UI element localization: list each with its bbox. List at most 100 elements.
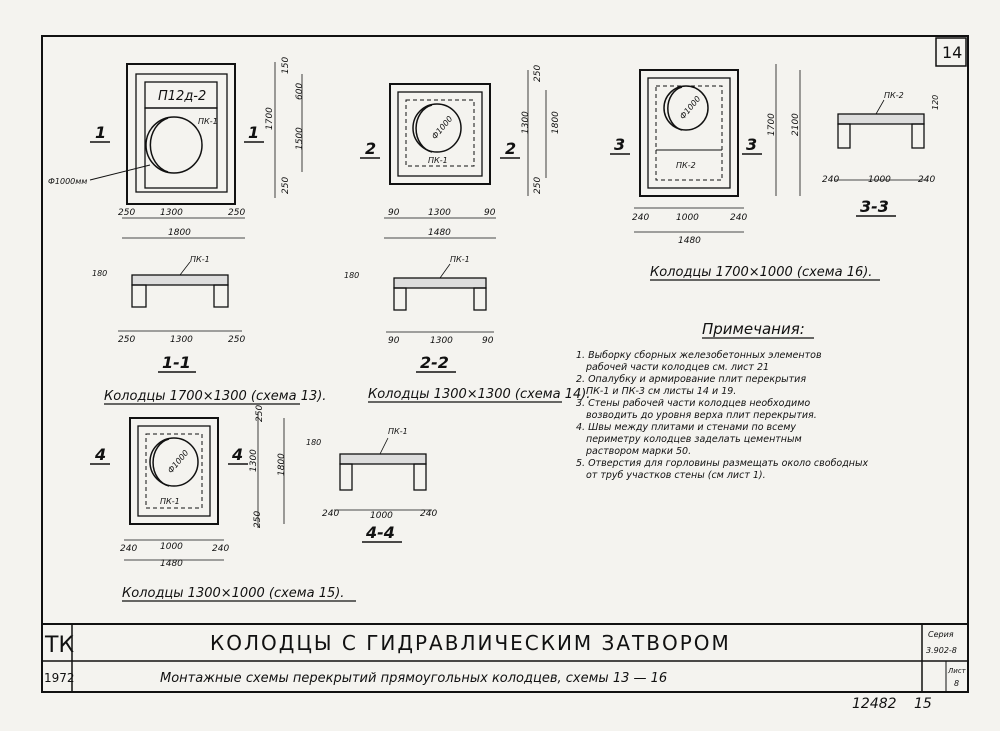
scheme14-dim-w-0: 90 (388, 208, 400, 218)
note-line-6: 4. Швы между плитами и стенами по всему (576, 422, 796, 433)
scheme16-section-mark-right: 3 (746, 135, 757, 154)
scheme16-dim-w-2: 240 (730, 213, 747, 223)
scheme13-section-title: 1-1 (162, 353, 191, 372)
scheme14-section-mark-right: 2 (505, 139, 516, 158)
note-line-5: возводить до уровня верха плит перекрыти… (586, 410, 817, 421)
scheme15-diameter: Ф1000 (166, 448, 190, 475)
sheet-value: 8 (954, 679, 959, 688)
scheme14-dim-w-2: 90 (484, 208, 496, 218)
note-line-9: 5. Отверстия для горловины размещать око… (576, 458, 869, 469)
scheme16-dim-total: 1480 (678, 236, 701, 246)
scheme13-section-dim-h: 180 (92, 269, 107, 278)
scheme15-section: ПК-1 180 240 1000 240 4-4 (306, 427, 437, 543)
scheme13-dim-h-4: 250 (281, 177, 291, 194)
scheme15-dim-h-3: 250 (253, 511, 263, 528)
scheme13-dim-h-3: 1500 (295, 127, 305, 150)
scheme13-plate-top: П12д-2 (158, 89, 206, 104)
year: 1972 (44, 671, 75, 685)
scheme13-plate-circle: ПК-1 (198, 117, 218, 126)
note-line-8: раствором марки 50. (585, 446, 691, 457)
footer-code: 12482 (852, 696, 897, 712)
scheme14-section-dim-2: 90 (482, 336, 494, 346)
scheme16-dim-w-1: 1000 (676, 213, 699, 223)
scheme15-dim-h-2: 1800 (277, 453, 287, 476)
scheme15-section-plate: ПК-1 (388, 427, 408, 436)
sheet-number: 14 (942, 43, 962, 62)
scheme13-dim-w-1: 1300 (160, 208, 183, 218)
notes-title: Примечания: (702, 320, 805, 338)
scheme14-section-mark-left: 2 (365, 139, 376, 158)
scheme16-section-dim-1: 1000 (868, 175, 891, 185)
scheme14-section-plate: ПК-1 (450, 255, 470, 264)
note-line-0: 1. Выборку сборных железобетонных элемен… (576, 350, 822, 361)
scheme15-section-dim-h: 180 (306, 438, 321, 447)
scheme16-caption: Колодцы 1700×1000 (схема 16). (650, 265, 872, 280)
scheme14-section: ПК-1 180 90 1300 90 2-2 (344, 255, 494, 373)
scheme13-dim-w-2: 250 (228, 208, 245, 218)
scheme15-caption: Колодцы 1300×1000 (схема 15). (122, 586, 344, 601)
scheme15-section-dim-0: 240 (322, 509, 339, 519)
scheme15-dim-w-2: 240 (212, 544, 229, 554)
scheme13-section-dim-0: 250 (118, 335, 135, 345)
note-line-7: периметру колодцев заделать цементным (586, 434, 802, 445)
scheme15-section-mark-left: 4 (94, 445, 106, 464)
scheme15-section-mark-right: 4 (231, 445, 243, 464)
scheme13-section-mark-left: 1 (95, 123, 106, 142)
scheme14-diameter: Ф1000 (430, 114, 454, 141)
scheme16-section-dim-2: 240 (918, 175, 935, 185)
scheme13-plan: П12д-2 ПК-1 Ф1000мм 1 1 150 600 1700 150… (48, 57, 305, 239)
sheet-number-box (935, 37, 967, 67)
scheme14-section-title: 2-2 (420, 353, 449, 372)
scheme13-section: ПК-1 180 250 1300 250 1-1 (92, 255, 245, 373)
scheme16-dim-h-0: 1700 (767, 113, 777, 136)
scheme15-section-title: 4-4 (365, 523, 395, 542)
scheme13-section-mark-right: 1 (248, 123, 259, 142)
series-label: Серия (928, 630, 954, 639)
scheme16-plate-circle: ПК-2 (676, 161, 696, 170)
scheme15-plate-circle: ПК-1 (160, 497, 180, 506)
scheme13-dim-h-1: 600 (295, 83, 305, 100)
scheme15-dim-w-0: 240 (120, 544, 137, 554)
scheme16-section-dim-0: 240 (822, 175, 839, 185)
scheme14-dim-h-3: 250 (533, 177, 543, 194)
note-line-2: 2. Опалубку и армирование плит перекрыти… (576, 374, 806, 385)
scheme15-plan: Ф1000 ПК-1 4 4 250 1300 1800 250 240 100… (90, 405, 287, 569)
scheme15-dim-w-1: 1000 (160, 542, 183, 552)
scheme14-section-dim-h: 180 (344, 271, 359, 280)
scheme16-diameter: Ф1000 (678, 94, 702, 121)
scheme14-section-dim-0: 90 (388, 336, 400, 346)
scheme14-caption: Колодцы 1300×1300 (схема 14). (368, 387, 590, 402)
scheme15-dim-h-0: 250 (255, 405, 265, 422)
note-line-10: от труб участков стены (см лист 1). (586, 470, 766, 481)
scheme14-dim-h-2: 1800 (551, 111, 561, 134)
note-line-3: ПК-1 и ПК-3 см листы 14 и 19. (586, 386, 736, 397)
scheme14-plate-circle: ПК-1 (428, 156, 448, 165)
scheme13-diameter-note: Ф1000мм (48, 177, 87, 186)
scheme13-section-dim-1: 1300 (170, 335, 193, 345)
scheme14-dim-w-1: 1300 (428, 208, 451, 218)
scheme13-caption: Колодцы 1700×1300 (схема 13). (104, 389, 326, 404)
scheme13-section-plate: ПК-1 (190, 255, 210, 264)
scheme16-section: ПК-2 120 240 1000 240 3-3 (822, 91, 940, 217)
scheme13-section-dim-2: 250 (228, 335, 245, 345)
scheme13-dim-total: 1800 (168, 228, 191, 238)
series-value: 3.902-8 (926, 646, 957, 655)
scheme13-dim-h-2: 1700 (265, 107, 275, 130)
note-line-4: 3. Стены рабочей части колодцев необходи… (576, 398, 810, 409)
scheme16-dim-h-1: 2100 (791, 113, 801, 136)
title-block: ТК 1972 КОЛОДЦЫ С ГИДРАВЛИЧЕСКИМ ЗАТВОРО… (42, 623, 968, 692)
scheme16-dim-w-0: 240 (632, 213, 649, 223)
scheme14-dim-h-0: 250 (533, 65, 543, 82)
scheme15-section-dim-1: 1000 (370, 511, 393, 521)
sheet-label: Лист (947, 667, 967, 675)
scheme13-dim-w-0: 250 (118, 208, 135, 218)
scheme13-dim-h-0: 150 (281, 57, 291, 74)
org-code: ТК (44, 633, 74, 658)
notes-block: Примечания: 1. Выборку сборных железобет… (576, 320, 869, 481)
drawing-title: КОЛОДЦЫ С ГИДРАВЛИЧЕСКИМ ЗАТВОРОМ (210, 631, 731, 655)
scheme16-section-mark-left: 3 (614, 135, 625, 154)
note-line-1: рабочей части колодцев см. лист 21 (585, 362, 769, 373)
drawing-subtitle: Монтажные схемы перекрытий прямоугольных… (160, 671, 667, 686)
scheme15-section-dim-2: 240 (420, 509, 437, 519)
